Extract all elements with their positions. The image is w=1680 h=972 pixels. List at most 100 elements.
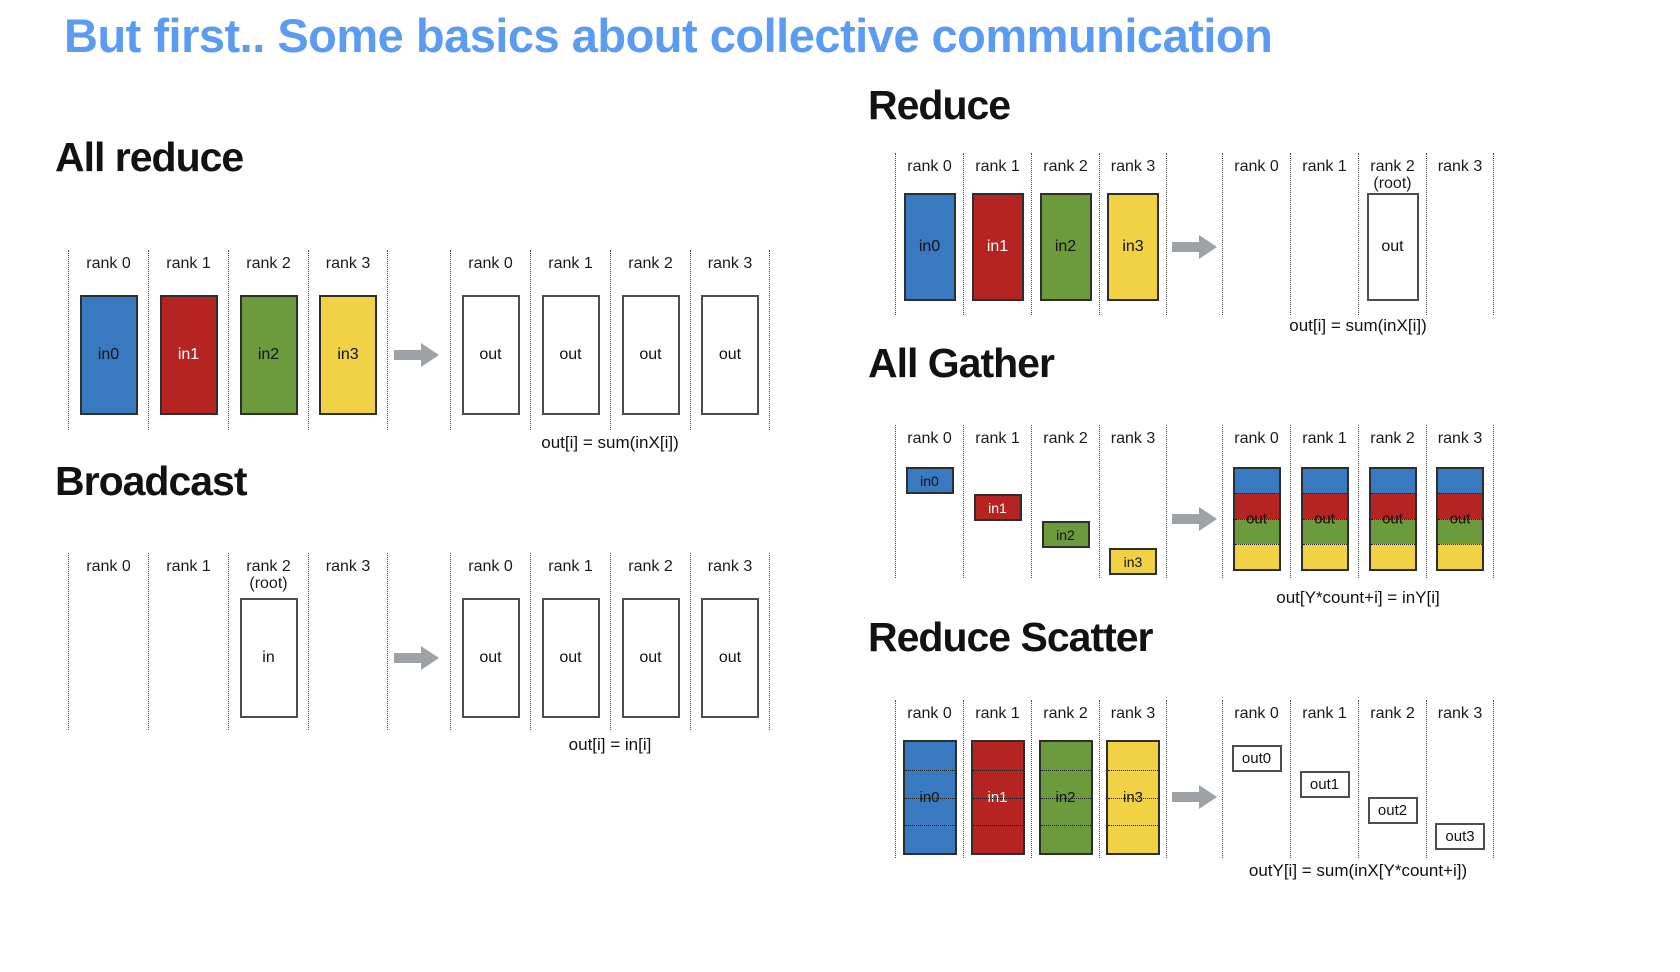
reduce-input-group: rank 0 in0 rank 1 in1 rank 2 in2 rank 3 … bbox=[895, 153, 1167, 315]
rank-column: rank 1 bbox=[1290, 153, 1358, 315]
segment-divider bbox=[1108, 825, 1158, 827]
buffer-label: out bbox=[718, 649, 742, 666]
buffer-label: in2 bbox=[1056, 526, 1075, 543]
rank-label: rank 0 bbox=[86, 558, 131, 575]
rank-column: rank 3 in3 bbox=[1099, 425, 1167, 578]
segment-divider bbox=[1108, 797, 1158, 799]
segment-in1 bbox=[1302, 493, 1347, 519]
rank-label: rank 1 bbox=[1302, 158, 1347, 175]
buffer-out-stacked: out bbox=[1300, 467, 1349, 571]
rank-column: rank 2 out bbox=[1358, 425, 1426, 578]
buffer-label: in0 bbox=[918, 238, 941, 255]
rank-column: rank 2 out2 bbox=[1358, 700, 1426, 858]
segment-divider bbox=[1040, 769, 1091, 771]
rank-label: rank 0 bbox=[907, 158, 952, 175]
rank-column: rank 3 out bbox=[1426, 425, 1494, 578]
buffer-label: in1 bbox=[988, 499, 1007, 516]
rank-column: rank 1 bbox=[148, 553, 228, 730]
rank-column: rank 3 out bbox=[690, 250, 770, 430]
formula-all-reduce: out[i] = sum(inX[i]) bbox=[541, 433, 679, 452]
rank-column: rank 2 in2 bbox=[1031, 700, 1099, 858]
arrow-icon bbox=[1172, 507, 1217, 531]
segment-in0 bbox=[1302, 469, 1347, 494]
arrow-icon bbox=[394, 646, 439, 670]
segment-in0 bbox=[1370, 469, 1415, 494]
buffer-label: out bbox=[1449, 510, 1471, 528]
rank-column: rank 0 out bbox=[450, 553, 530, 730]
reduce-output-group: rank 0 rank 1 rank 2 (root) out rank 3 bbox=[1222, 153, 1494, 315]
segment-in3 bbox=[1234, 543, 1279, 569]
buffer-label: out1 bbox=[1309, 776, 1340, 793]
rank-label: rank 2 bbox=[1370, 705, 1415, 722]
root-label: (root) bbox=[1373, 175, 1412, 193]
buffer-label: in2 bbox=[1054, 238, 1077, 255]
buffer-out-stacked: out bbox=[1436, 467, 1484, 571]
rank-label: rank 2 bbox=[628, 558, 673, 575]
rank-label: rank 1 bbox=[548, 558, 593, 575]
rank-label: rank 0 bbox=[86, 255, 131, 272]
rank-label: rank 1 bbox=[975, 158, 1020, 175]
rank-label: rank 3 bbox=[1110, 430, 1156, 447]
segment-divider bbox=[1040, 825, 1091, 827]
buffer-label: out bbox=[718, 346, 742, 363]
rank-label: rank 2 bbox=[628, 255, 673, 272]
rank-label: rank 2 bbox=[1043, 705, 1088, 722]
rank-label: rank 1 bbox=[975, 430, 1020, 447]
buffer-out: out bbox=[541, 295, 600, 415]
buffer-label: in3 bbox=[337, 346, 359, 363]
rank-column: rank 3 in3 bbox=[1099, 700, 1167, 858]
arrow-icon bbox=[1172, 785, 1217, 809]
rank-label: rank 2 bbox=[1370, 430, 1415, 447]
segment-divider bbox=[904, 769, 955, 771]
formula-reduce: out[i] = sum(inX[i]) bbox=[1289, 316, 1427, 335]
rank-label: rank 0 bbox=[468, 255, 513, 272]
all-reduce-input-group: rank 0 in0 rank 1 in1 rank 2 in2 rank 3 … bbox=[68, 250, 388, 430]
buffer-in2: in2 bbox=[1041, 521, 1090, 548]
segment-divider bbox=[1040, 797, 1091, 799]
buffer-label: out bbox=[479, 649, 502, 666]
buffer-in3: in3 bbox=[319, 295, 377, 415]
rank-label: rank 0 bbox=[907, 430, 952, 447]
buffer-label: out bbox=[479, 346, 502, 363]
rank-label: rank 3 bbox=[1110, 158, 1156, 175]
rank-column: rank 2 in2 bbox=[1031, 425, 1099, 578]
buffer-out: out bbox=[701, 598, 759, 718]
rank-column: rank 1 in1 bbox=[963, 153, 1031, 315]
buffer-label: out bbox=[559, 649, 582, 666]
formula-all-gather: out[Y*count+i] = inY[i] bbox=[1276, 588, 1440, 607]
rank-column: rank 3 in3 bbox=[308, 250, 388, 430]
rank-label: rank 0 bbox=[1234, 430, 1279, 447]
buffer-label: in0 bbox=[97, 346, 120, 363]
segment-in3 bbox=[1438, 543, 1482, 569]
rank-label: rank 3 bbox=[1437, 705, 1483, 722]
buffer-label: in bbox=[262, 649, 275, 666]
buffer-out-stacked: out bbox=[1368, 467, 1417, 571]
buffer-in: in bbox=[239, 598, 298, 718]
rank-label: rank 1 bbox=[166, 255, 211, 272]
rank-label: rank 3 bbox=[707, 255, 753, 272]
rank-column: rank 1 out bbox=[530, 250, 610, 430]
buffer-out0: out0 bbox=[1231, 745, 1282, 772]
buffer-in0: in0 bbox=[79, 295, 138, 415]
segment-in2 bbox=[1234, 518, 1279, 544]
buffer-out3: out3 bbox=[1435, 823, 1485, 850]
segment-in3 bbox=[1302, 543, 1347, 569]
rank-column-root: rank 2 (root) out bbox=[1358, 153, 1426, 315]
buffer-out: out bbox=[541, 598, 600, 718]
rank-column: rank 1 in1 bbox=[963, 700, 1031, 858]
rank-column: rank 3 bbox=[308, 553, 388, 730]
arrow-icon bbox=[394, 343, 439, 367]
rank-column: rank 2 in2 bbox=[1031, 153, 1099, 315]
buffer-in1: in1 bbox=[159, 295, 218, 415]
rank-column: rank 0 out bbox=[1222, 425, 1290, 578]
segment-divider bbox=[972, 769, 1023, 771]
rank-column: rank 0 out bbox=[450, 250, 530, 430]
heading-reduce: Reduce bbox=[868, 82, 1011, 128]
rank-label: rank 3 bbox=[707, 558, 753, 575]
buffer-out2: out2 bbox=[1367, 797, 1418, 824]
rank-label: rank 0 bbox=[468, 558, 513, 575]
heading-all-reduce: All reduce bbox=[55, 134, 244, 180]
buffer-out: out bbox=[701, 295, 759, 415]
buffer-in2: in2 bbox=[239, 295, 298, 415]
buffer-in3: in3 bbox=[1107, 193, 1159, 301]
